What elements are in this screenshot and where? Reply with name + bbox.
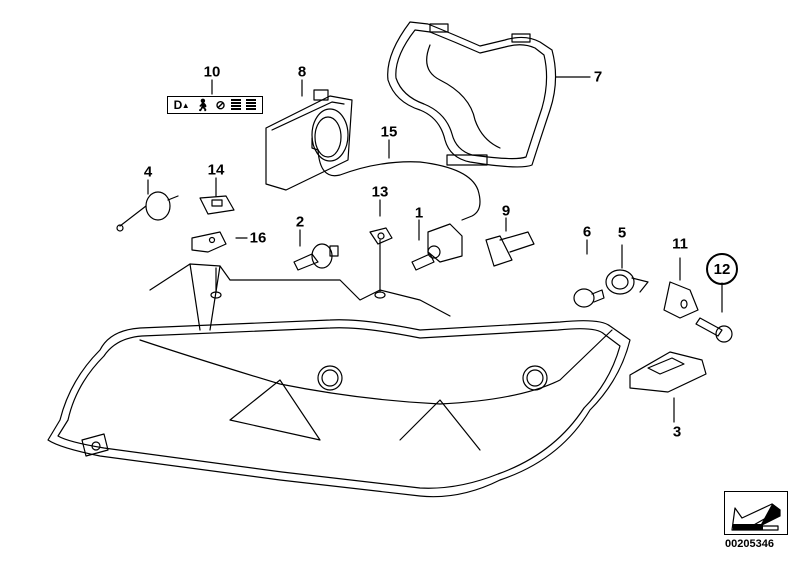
bars-icon [246, 99, 257, 111]
part-1-xenon-bulb [411, 223, 463, 271]
callout-5[interactable]: 5 [617, 224, 627, 242]
callout-7[interactable]: 7 [593, 68, 603, 86]
part-3-control-unit [629, 351, 707, 393]
callout-11[interactable]: 11 [672, 235, 688, 253]
callout-3[interactable]: 3 [672, 423, 682, 441]
part-5-socket [605, 269, 649, 295]
callout-4[interactable]: 4 [143, 163, 153, 181]
arrow-back-icon [731, 503, 781, 531]
headlight-housing [47, 263, 631, 498]
prohibited-icon: ⊘ [215, 98, 226, 112]
part-6-bulb [573, 288, 605, 308]
part-4-adjuster [116, 191, 179, 232]
part-15-cable [317, 149, 481, 221]
callout-9[interactable]: 9 [501, 202, 511, 220]
part-12-screw [695, 317, 733, 343]
callout-2[interactable]: 2 [295, 213, 305, 231]
part-13-nut [369, 227, 393, 245]
person-icon: 🚶︎ [194, 98, 211, 112]
bars-icon [230, 99, 241, 111]
part-16-bracket [191, 231, 227, 253]
warning-d-text: D [173, 98, 183, 112]
leader-lines [147, 76, 723, 423]
callout-10[interactable]: 10 [203, 63, 221, 81]
nav-back-button[interactable] [724, 491, 788, 535]
part-11-clip [663, 281, 699, 319]
part-14-clip [199, 195, 235, 215]
warning-label: D ▲ 🚶︎ ⊘ [167, 96, 263, 114]
callout-8[interactable]: 8 [297, 63, 307, 81]
callout-14[interactable]: 14 [207, 161, 225, 179]
part-8-ballast [265, 89, 353, 191]
part-9-socket [485, 231, 535, 267]
callout-13[interactable]: 13 [371, 183, 389, 201]
callout-1[interactable]: 1 [414, 204, 424, 222]
callout-15[interactable]: 15 [380, 123, 398, 141]
callout-6[interactable]: 6 [582, 223, 592, 241]
part-7-gasket [387, 21, 557, 168]
document-number: 00205346 [725, 538, 774, 550]
triangle-icon: ▲ [181, 100, 190, 110]
callout-16[interactable]: 16 [249, 229, 267, 247]
part-2-bulb [293, 243, 339, 271]
callout-12[interactable]: 12 [706, 253, 738, 285]
